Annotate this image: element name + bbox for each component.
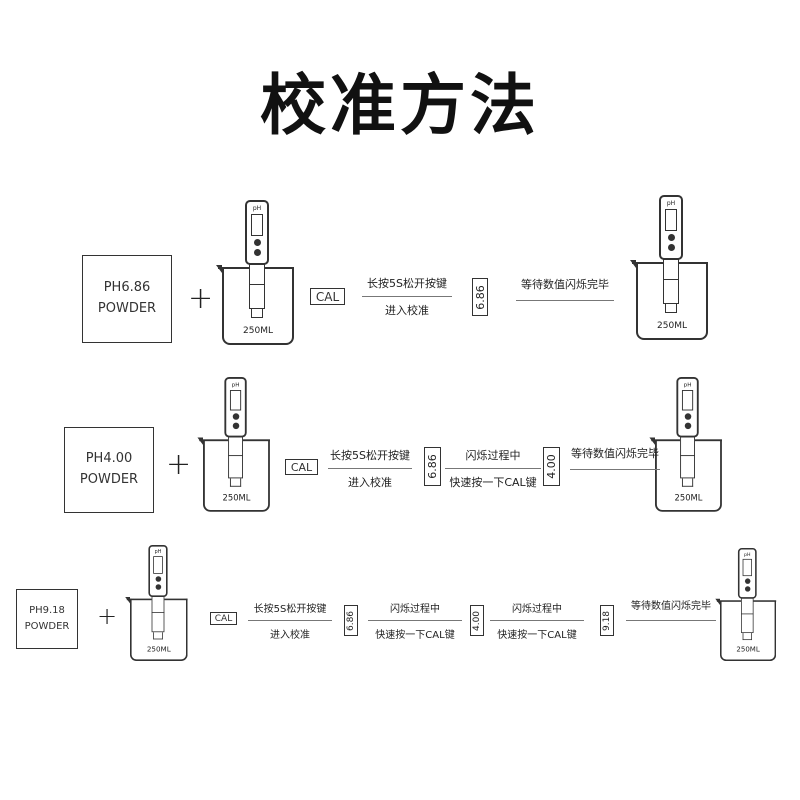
cal-button-label: CAL [310, 288, 345, 305]
page-title: 校准方法 [260, 67, 540, 144]
beaker-icon [636, 262, 708, 340]
ph-meter-icon: pH [659, 195, 683, 260]
reading-display: 4.00 [470, 605, 484, 636]
plus-sign: + [166, 447, 192, 482]
beaker-icon [720, 600, 777, 662]
final-step: 等待数值闪烁完毕 [516, 276, 614, 306]
ph-meter-icon: pH [148, 545, 168, 597]
ph-meter-icon: pH [676, 377, 699, 438]
step-instruction: 闪烁过程中快速按一下CAL键 [490, 600, 584, 641]
ph-meter-icon: pH [224, 377, 247, 438]
step-instruction: 闪烁过程中快速按一下CAL键 [445, 447, 541, 490]
final-step: 等待数值闪烁完毕 [570, 445, 660, 475]
reading-display: 6.86 [472, 278, 488, 316]
step-instruction: 闪烁过程中快速按一下CAL键 [368, 600, 462, 641]
reading-display: 6.86 [424, 447, 441, 486]
beaker-icon [655, 439, 722, 512]
beaker-icon [203, 439, 270, 512]
step-instruction: 长按5S松开按键进入校准 [328, 447, 412, 490]
plus-sign: + [188, 281, 214, 316]
step-instruction: 长按5S松开按键进入校准 [248, 600, 332, 641]
ph-meter-icon: pH [245, 200, 269, 265]
plus-sign: + [97, 602, 118, 630]
beaker-icon [222, 267, 294, 345]
reading-display: 9.18 [600, 605, 614, 636]
beaker-icon [130, 598, 188, 661]
step-instruction: 长按5S松开按键进入校准 [362, 275, 452, 318]
ph-meter-icon: pH [737, 548, 757, 599]
reading-display: 4.00 [543, 447, 560, 486]
cal-button-label: CAL [210, 612, 237, 625]
final-step: 等待数值闪烁完毕 [626, 597, 716, 626]
reading-display: 6.86 [344, 605, 358, 636]
cal-button-label: CAL [285, 459, 318, 475]
